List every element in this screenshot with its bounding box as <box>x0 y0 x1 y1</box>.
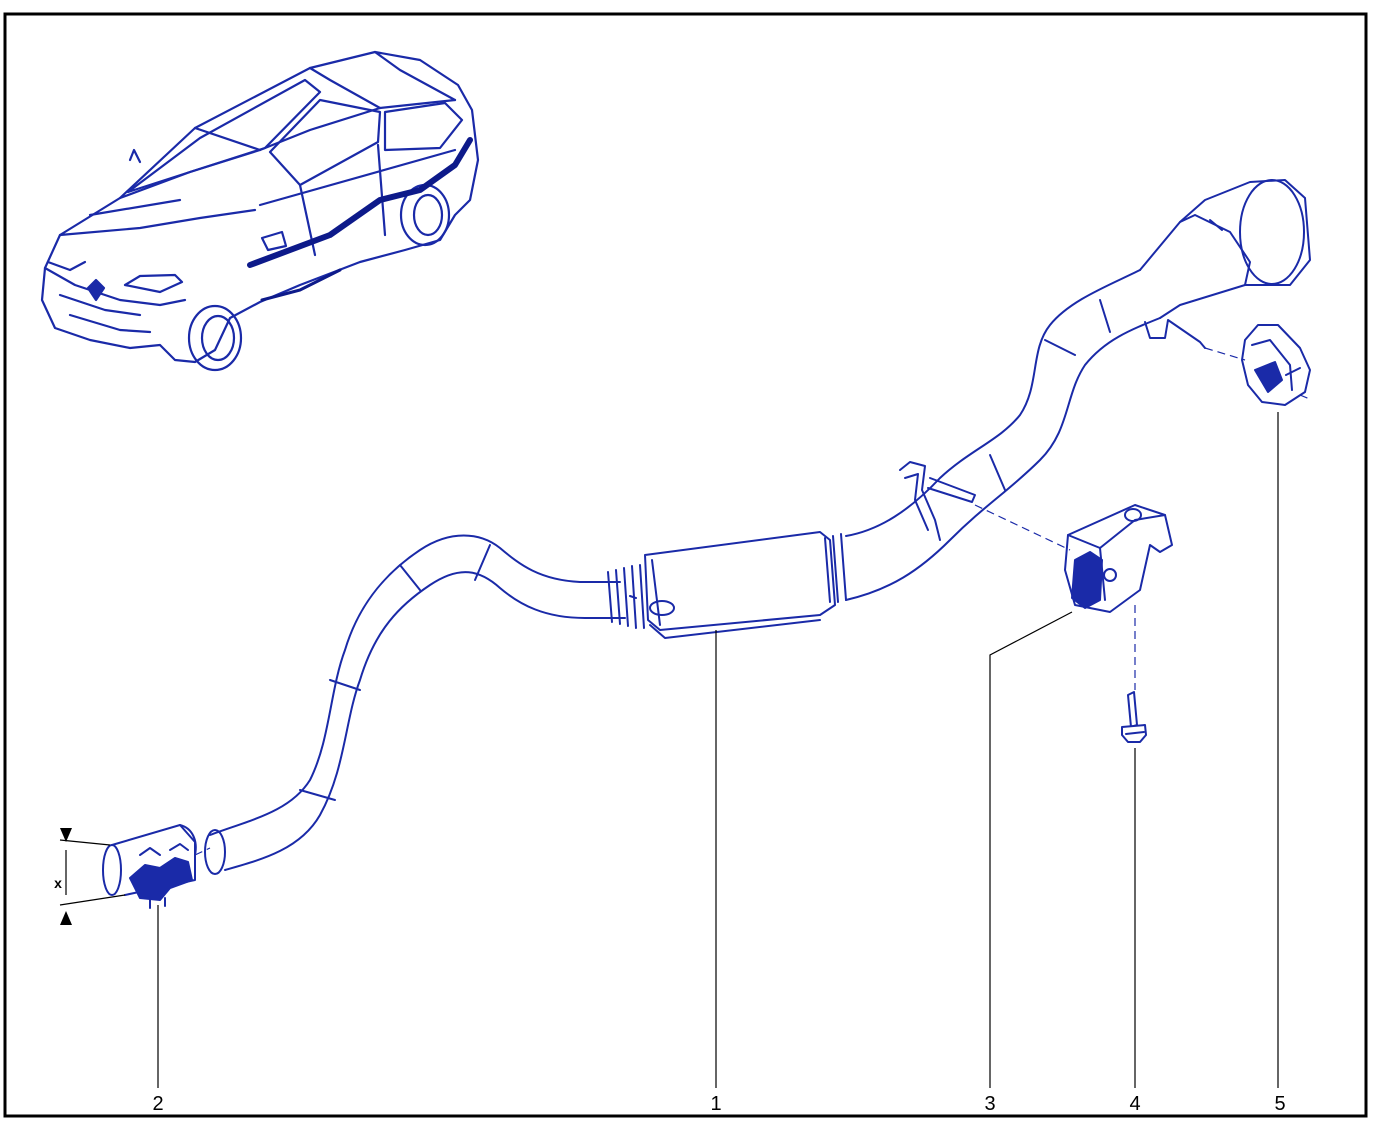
car-locator-illustration <box>40 50 480 372</box>
alignment-dashes <box>194 347 1313 856</box>
pipe-clamp <box>102 824 197 909</box>
exhaust-pipe-assembly <box>204 179 1311 875</box>
clamp-diameter-dimension: x <box>54 828 126 925</box>
bolt <box>1121 691 1147 743</box>
callout-5: 5 <box>1274 1093 1285 1115</box>
callout-leaders <box>157 412 1279 1088</box>
rubber-mount <box>1241 324 1311 406</box>
callout-3: 3 <box>984 1093 995 1115</box>
callout-2: 2 <box>152 1093 163 1115</box>
callout-4: 4 <box>1129 1093 1140 1115</box>
hanger-bracket <box>1064 504 1173 613</box>
dimension-label-x: x <box>54 875 62 891</box>
diagram-border <box>3 12 1368 1118</box>
callout-1: 1 <box>710 1093 721 1115</box>
